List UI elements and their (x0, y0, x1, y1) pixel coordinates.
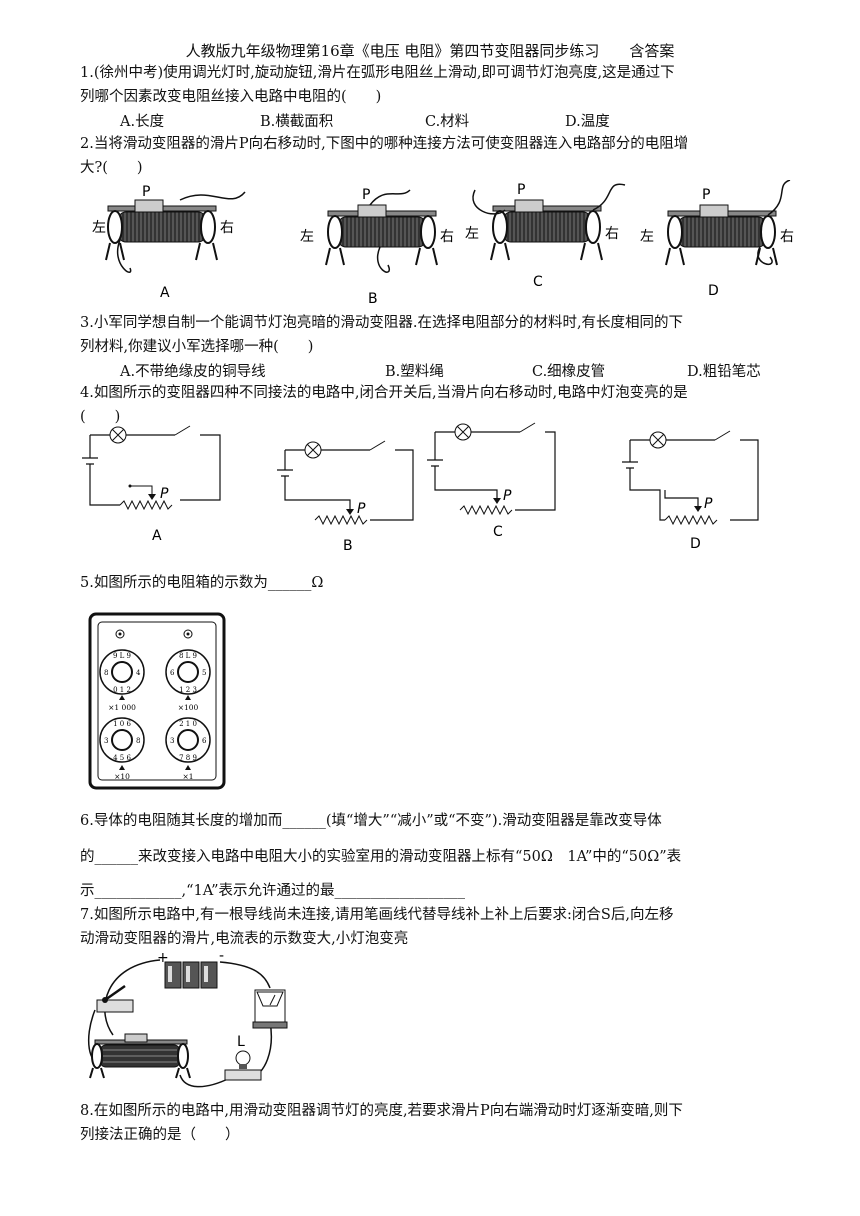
circuit-c-caption: C (493, 524, 503, 540)
battery: + - (157, 950, 224, 989)
q2-text-line1: 2.当将滑动变阻器的滑片P向右移动时,下图中的哪种连接方法可使变阻器连入电路部分… (80, 136, 689, 152)
circuit-a: P A (82, 425, 221, 544)
svg-text:7 8 9: 7 8 9 (179, 754, 197, 762)
q8-text-line2: 列接法正确的是（ ） (80, 1127, 240, 1143)
svg-text:1 2 3: 1 2 3 (179, 686, 197, 694)
q1-option-c: C.材料 (425, 114, 470, 130)
battery-minus: - (219, 950, 224, 964)
svg-text:4 5 6: 4 5 6 (113, 754, 131, 762)
rheostat-b-right-label: 右 (440, 229, 454, 245)
circuit-b-caption: B (343, 538, 353, 554)
rheostat-c: P 左 右 C (465, 182, 626, 290)
rheostat-c-caption: C (533, 274, 543, 290)
q7-text-line1: 7.如图所示电路中,有一根导线尚未连接,请用笔画线代替导线补上补上后要求:闭合S… (80, 907, 674, 923)
q7-text-line2: 动滑动变阻器的滑片,电流表的示数变大,小灯泡变亮 (80, 931, 409, 947)
circuit-b-slider-label: P (357, 501, 366, 517)
rheostat-c-left-label: 左 (465, 226, 479, 242)
svg-text:2 1 0: 2 1 0 (179, 720, 197, 728)
rheostat-b-left-label: 左 (300, 229, 314, 245)
q3-option-a: A.不带绝缘皮的铜导线 (120, 364, 266, 380)
q4-circuit-figures: P A P B (80, 420, 800, 555)
svg-text:0 1 2: 0 1 2 (113, 686, 131, 694)
rheostat-a-caption: A (160, 285, 170, 301)
q4-text-line2: ( ) (80, 409, 121, 425)
circuit-a-caption: A (152, 528, 162, 544)
lamp-label: L (237, 1034, 245, 1050)
circuit-c: P C (427, 422, 556, 540)
svg-text:3: 3 (104, 737, 108, 745)
q3-option-c: C.细橡皮管 (532, 364, 606, 380)
rheostat-d-caption: D (708, 283, 719, 299)
q3-option-b: B.塑料绳 (385, 364, 444, 380)
q4-text-line1: 4.如图所示的变阻器四种不同接法的电路中,闭合开关后,当滑片向右移动时,电路中灯… (80, 385, 688, 401)
q1-text-line1: 1.(徐州中考)使用调光灯时,旋动旋钮,滑片在弧形电阻丝上滑动,即可调节灯泡亮度… (80, 65, 675, 81)
rheostat-a-right-label: 右 (220, 220, 234, 236)
rheostat-b-slider-label: P (362, 187, 370, 203)
q3-option-d: D.粗铅笔芯 (687, 364, 761, 380)
q7-circuit-figure: + - L (85, 950, 295, 1095)
svg-text:8: 8 (136, 737, 140, 745)
dial-x1000: 9 L 9 0 1 2 8 4 ×1 000 (99, 649, 145, 712)
dial-x1-label: ×1 (182, 772, 193, 781)
svg-text:1 0 6: 1 0 6 (113, 720, 131, 728)
circuit-d-caption: D (690, 536, 701, 552)
q1-option-a: A.长度 (120, 114, 165, 130)
battery-plus: + (157, 950, 169, 966)
rheostat-a-slider-label: P (142, 184, 150, 200)
q3-text-line1: 3.小军同学想自制一个能调节灯泡亮暗的滑动变阻器.在选择电阻部分的材料时,有长度… (80, 315, 684, 331)
q2-rheostat-figures: P 左 右 A P 左 右 B (80, 180, 800, 305)
dial-x100-label: ×100 (178, 703, 199, 712)
rheostat-d-right-label: 右 (780, 229, 794, 245)
rheostat-b: P 左 右 B (300, 187, 454, 305)
circuit-c-slider-label: P (503, 488, 512, 504)
switch (96, 984, 134, 1013)
svg-text:9 L 9: 9 L 9 (113, 652, 131, 660)
rheostat-a: P 左 右 A (92, 184, 246, 301)
q1-options: A.长度 B.横截面积 C.材料 D.温度 (120, 110, 860, 131)
circuit-a-slider-label: P (160, 486, 169, 502)
dial-x1000-label: ×1 000 (108, 703, 136, 712)
rheostat-d: P 左 右 D (640, 180, 794, 299)
q1-option-b: B.横截面积 (260, 114, 334, 130)
dial-x10: 1 0 6 4 5 6 3 8 ×10 (99, 717, 145, 781)
rheostat-a-left-label: 左 (92, 220, 106, 236)
svg-text:4: 4 (136, 669, 141, 677)
rheostat-d-slider-label: P (702, 187, 710, 203)
rheostat-c-slider-label: P (517, 182, 525, 198)
q2-text-line2: 大?( ) (80, 160, 143, 176)
q8-text-line1: 8.在如图所示的电路中,用滑动变阻器调节灯的亮度,若要求滑片P向右端滑动时灯逐渐… (80, 1103, 683, 1119)
svg-text:6: 6 (170, 669, 175, 677)
q6-text-line1: 6.导体的电阻随其长度的增加而______(填“增大”“减小”或“不变”).滑动… (80, 813, 662, 829)
svg-text:5: 5 (202, 669, 206, 677)
page-title: 人教版九年级物理第16章《电压 电阻》第四节变阻器同步练习 含答案 (185, 42, 675, 60)
ammeter (252, 989, 288, 1029)
circuit-b: P B (277, 440, 414, 554)
rheostat-b-caption: B (368, 291, 378, 305)
dial-x100: 8 L 9 1 2 3 6 5 ×100 (165, 649, 211, 712)
q1-text-line2: 列哪个因素改变电阻丝接入电路中电阻的( ) (80, 89, 382, 105)
rheostat (89, 1033, 191, 1079)
rheostat-c-right-label: 右 (605, 226, 619, 242)
q6-text-line2: 的______来改变接入电路中电阻大小的实验室用的滑动变阻器上标有“50Ω 1A… (80, 849, 682, 865)
q5-text-line1: 5.如图所示的电阻箱的示数为______Ω (80, 575, 324, 591)
q3-options: A.不带绝缘皮的铜导线 B.塑料绳 C.细橡皮管 D.粗铅笔芯 (120, 360, 860, 381)
svg-text:6: 6 (202, 737, 207, 745)
q3-text-line2: 列材料,你建议小军选择哪一种( ) (80, 339, 314, 355)
circuit-d-slider-label: P (704, 496, 713, 512)
circuit-d: P D (622, 430, 759, 552)
rheostat-d-left-label: 左 (640, 229, 654, 245)
svg-text:8 L 9: 8 L 9 (179, 652, 197, 660)
svg-text:3: 3 (170, 737, 174, 745)
lamp: L (224, 1034, 262, 1081)
q5-resistance-box: 9 L 9 0 1 2 8 4 ×1 000 8 L 9 1 2 3 6 5 ×10… (88, 612, 228, 792)
dial-x10-label: ×10 (114, 772, 130, 781)
dial-x1: 2 1 0 7 8 9 3 6 ×1 (165, 717, 211, 781)
q6-text-line3: 示____________,“1A”表示允许通过的最______________… (80, 883, 465, 899)
svg-text:8: 8 (104, 669, 108, 677)
q1-option-d: D.温度 (565, 114, 610, 130)
